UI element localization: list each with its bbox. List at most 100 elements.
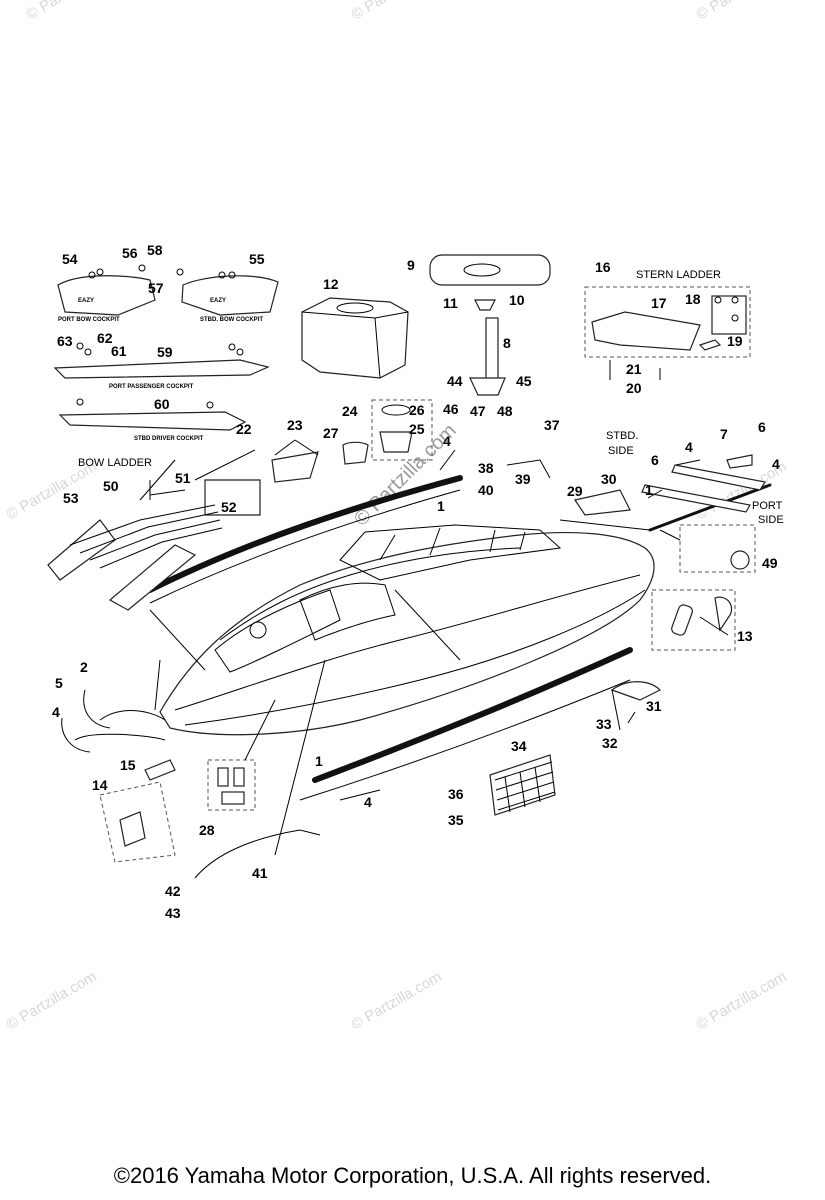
callout-28: 28 xyxy=(199,822,215,838)
callout-5: 5 xyxy=(55,675,63,691)
callout-54: 54 xyxy=(62,251,78,267)
callout-37: 37 xyxy=(544,417,560,433)
callout-15: 15 xyxy=(120,757,136,773)
callout-4: 4 xyxy=(772,456,780,472)
svg-text:EAZY: EAZY xyxy=(78,298,94,304)
callout-49: 49 xyxy=(762,555,778,571)
callout-56: 56 xyxy=(122,245,138,261)
callout-2: 2 xyxy=(80,659,88,675)
stbd-side-label: STBD. xyxy=(606,430,638,442)
bow-cockpit-pads: EAZY EAZY xyxy=(53,264,279,431)
cooler xyxy=(301,297,409,379)
callout-17: 17 xyxy=(651,295,667,311)
watermark: © Partzilla.com xyxy=(24,0,120,23)
callout-29: 29 xyxy=(567,483,583,499)
callout-31: 31 xyxy=(646,698,662,714)
callout-40: 40 xyxy=(478,482,494,498)
callout-23: 23 xyxy=(287,417,303,433)
watermark-layer: © Partzilla.com © Partzilla.com © Partzi… xyxy=(4,0,790,1033)
callout-62: 62 xyxy=(97,330,113,346)
cup-holders xyxy=(271,399,433,483)
stbd-bow-cockpit-label: STBD. BOW COCKPIT xyxy=(200,317,263,323)
callout-63: 63 xyxy=(57,333,73,349)
callout-58: 58 xyxy=(147,242,163,258)
callout-59: 59 xyxy=(157,344,173,360)
callout-57: 57 xyxy=(148,280,164,296)
callout-4: 4 xyxy=(364,794,372,810)
callout-6: 6 xyxy=(651,452,659,468)
callout-14: 14 xyxy=(92,777,108,793)
callout-41: 41 xyxy=(252,865,268,881)
callout-7: 7 xyxy=(720,426,728,442)
callout-35: 35 xyxy=(448,812,464,828)
callout-4: 4 xyxy=(443,433,451,449)
watermark: © Partzilla.com xyxy=(694,968,790,1033)
callout-47: 47 xyxy=(470,403,486,419)
port-side-label: PORT xyxy=(752,500,783,512)
callout-55: 55 xyxy=(249,251,265,267)
callout-52: 52 xyxy=(221,499,237,515)
stbd-driver-cockpit-label: STBD DRIVER COCKPIT xyxy=(134,436,204,442)
copyright-footer: ©2016 Yamaha Motor Corporation, U.S.A. A… xyxy=(113,1163,712,1188)
rub-rails xyxy=(61,475,772,801)
callout-48: 48 xyxy=(497,403,513,419)
callout-36: 36 xyxy=(448,786,464,802)
callout-11: 11 xyxy=(443,295,458,311)
watermark: © Partzilla.com xyxy=(349,0,445,23)
callout-42: 42 xyxy=(165,883,181,899)
callout-9: 9 xyxy=(407,257,415,273)
callout-53: 53 xyxy=(63,490,79,506)
watermark: © Partzilla.com xyxy=(349,968,445,1033)
callout-6: 6 xyxy=(758,419,766,435)
boat-hull xyxy=(159,524,655,736)
callout-21: 21 xyxy=(626,361,642,377)
callout-30: 30 xyxy=(601,471,617,487)
watermark: © Partzilla.com xyxy=(694,0,790,23)
svg-text:EAZY: EAZY xyxy=(210,298,226,304)
leader-lines xyxy=(139,439,729,856)
callout-25: 25 xyxy=(409,421,425,437)
callout-44: 44 xyxy=(447,373,463,389)
callout-4: 4 xyxy=(685,439,693,455)
callout-24: 24 xyxy=(342,403,358,419)
callout-61: 61 xyxy=(111,343,127,359)
callout-numbers: 1 1 1 2 4 4 4 4 4 5 6 6 7 8 9 10 11 12 1… xyxy=(52,242,780,921)
callout-12: 12 xyxy=(323,276,339,292)
callout-26: 26 xyxy=(409,402,425,418)
port-bow-cockpit-label: PORT BOW COCKPIT xyxy=(58,317,120,323)
callout-46: 46 xyxy=(443,401,459,417)
grab-rails xyxy=(194,459,662,879)
callout-43: 43 xyxy=(165,905,181,921)
watermark: © Partzilla.com xyxy=(4,968,100,1033)
bow-ladder-label: BOW LADDER xyxy=(78,457,152,469)
callout-18: 18 xyxy=(685,291,701,307)
box-28 xyxy=(207,759,256,811)
callout-20: 20 xyxy=(626,380,642,396)
callout-4: 4 xyxy=(52,704,60,720)
stbd-side-label-2: SIDE xyxy=(608,445,634,457)
callout-22: 22 xyxy=(236,421,252,437)
callout-38: 38 xyxy=(478,460,494,476)
stern-ladder-box xyxy=(584,286,751,380)
callout-13: 13 xyxy=(737,628,753,644)
eye-plates xyxy=(99,589,736,863)
port-side-label-2: SIDE xyxy=(758,514,784,526)
callout-51: 51 xyxy=(175,470,191,486)
section-labels: STERN LADDER BOW LADDER STBD. SIDE PORT … xyxy=(58,269,784,526)
callout-60: 60 xyxy=(154,396,170,412)
callout-10: 10 xyxy=(509,292,525,308)
table-assembly xyxy=(429,254,551,396)
callout-45: 45 xyxy=(516,373,532,389)
callout-39: 39 xyxy=(515,471,531,487)
callout-33: 33 xyxy=(596,716,612,732)
callout-1: 1 xyxy=(437,498,445,514)
callout-1: 1 xyxy=(315,753,323,769)
bow-ladder xyxy=(47,479,261,611)
port-passenger-cockpit-label: PORT PASSENGER COCKPIT xyxy=(109,384,194,390)
stern-ladder-label: STERN LADDER xyxy=(636,269,721,281)
callout-1: 1 xyxy=(645,482,653,498)
callout-32: 32 xyxy=(602,735,618,751)
callout-16: 16 xyxy=(595,259,611,275)
cargo-net xyxy=(489,754,556,816)
